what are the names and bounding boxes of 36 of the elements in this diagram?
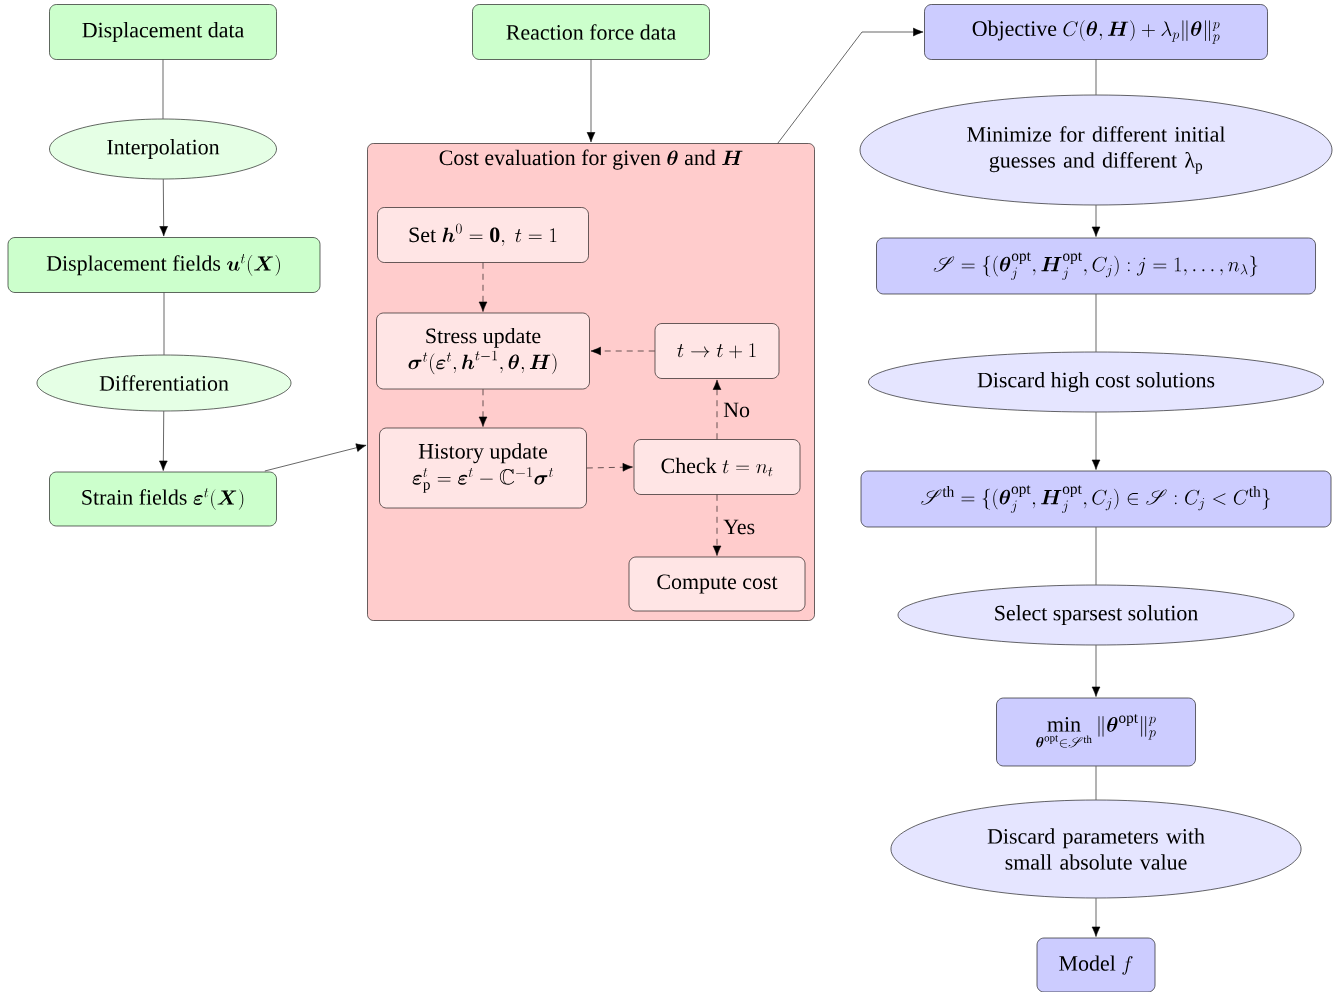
arrow — [478, 389, 488, 427]
process-box: $\text{Objective }C(\boldsymbol{\theta},\boldsymbol{H})+\lambda_p\|\boldsymbol{\theta}\|_p^p$ — [924, 4, 1268, 60]
connector-line — [162, 59, 164, 119]
arrow — [590, 346, 655, 356]
arrow — [777, 27, 924, 144]
arrow — [159, 179, 168, 237]
process-box: $\text{Strain fields }\boldsymbol{\varepsilon}^t(\boldsymbol{X})$ — [49, 471, 277, 527]
process-box: $\mathscr{S}^{\mathrm{th}}=\{(\boldsymbol{\theta}^{\mathrm{opt}}_j,\boldsymbol{H}^{\mathrm{opt}}_j,C_j)\in\mathscr{S}:C_j<C^{\mathrm{th}}\}$ — [860, 470, 1332, 528]
connector-line — [1095, 59, 1097, 95]
arrow — [159, 411, 168, 471]
process-box: $t\rightarrow t+1$ — [654, 323, 780, 379]
process-box: Compute cost — [628, 556, 806, 612]
process-box: $\text{Check }t=n_t$ — [633, 439, 801, 495]
process-box: $\text{Set }\boldsymbol{h}^0=\mathbf{0},\ t=1$ — [377, 207, 589, 263]
arrow — [1091, 412, 1101, 470]
process-box: $\text{Displacement fields }\boldsymbol{u}^t(\boldsymbol{X})$ — [7, 237, 321, 293]
process-box: $\min_{\boldsymbol{\theta}^{\mathrm{opt}}\in\mathscr{S}^{\mathrm{th}}}\|\boldsymbol{\theta}^{\mathrm{opt}}\|_p^p$ — [996, 697, 1196, 767]
arrow — [1091, 205, 1101, 237]
arrow — [586, 59, 596, 143]
process-box: Stress update $\boldsymbol{\sigma}^t(\boldsymbol{\varepsilon}^t,\boldsymbol{h}^{t-1},\boldsymbol{\theta},\boldsymbol{H})$ — [376, 312, 590, 390]
arrow — [1091, 898, 1101, 937]
arrow — [1091, 645, 1101, 697]
process-box: Displacement data — [49, 4, 277, 60]
arrow — [478, 262, 488, 312]
connector-line — [1095, 527, 1097, 585]
arrow — [712, 494, 722, 556]
arrow — [586, 462, 633, 472]
process-box: $\mathscr{S}=\{(\boldsymbol{\theta}^{\mathrm{opt}}_j,\boldsymbol{H}^{\mathrm{opt}}_j,C_j):j=1,\dots,n_\lambda\}$ — [876, 237, 1316, 295]
process-box: $\text{Model }f$ — [1036, 937, 1156, 992]
connector-line — [163, 292, 165, 355]
process-box: Reaction force data — [472, 4, 710, 60]
connector-line — [1095, 294, 1097, 352]
process-box: History update $\boldsymbol{\varepsilon}^t_{\mathrm{p}}=\boldsymbol{\varepsilon}^t-\mathbb{C}^{-1}\boldsymbol{\sigma}^t$ — [379, 427, 587, 509]
arrow — [355, 443, 367, 452]
arrow — [712, 379, 722, 440]
connector-line — [1095, 766, 1097, 800]
